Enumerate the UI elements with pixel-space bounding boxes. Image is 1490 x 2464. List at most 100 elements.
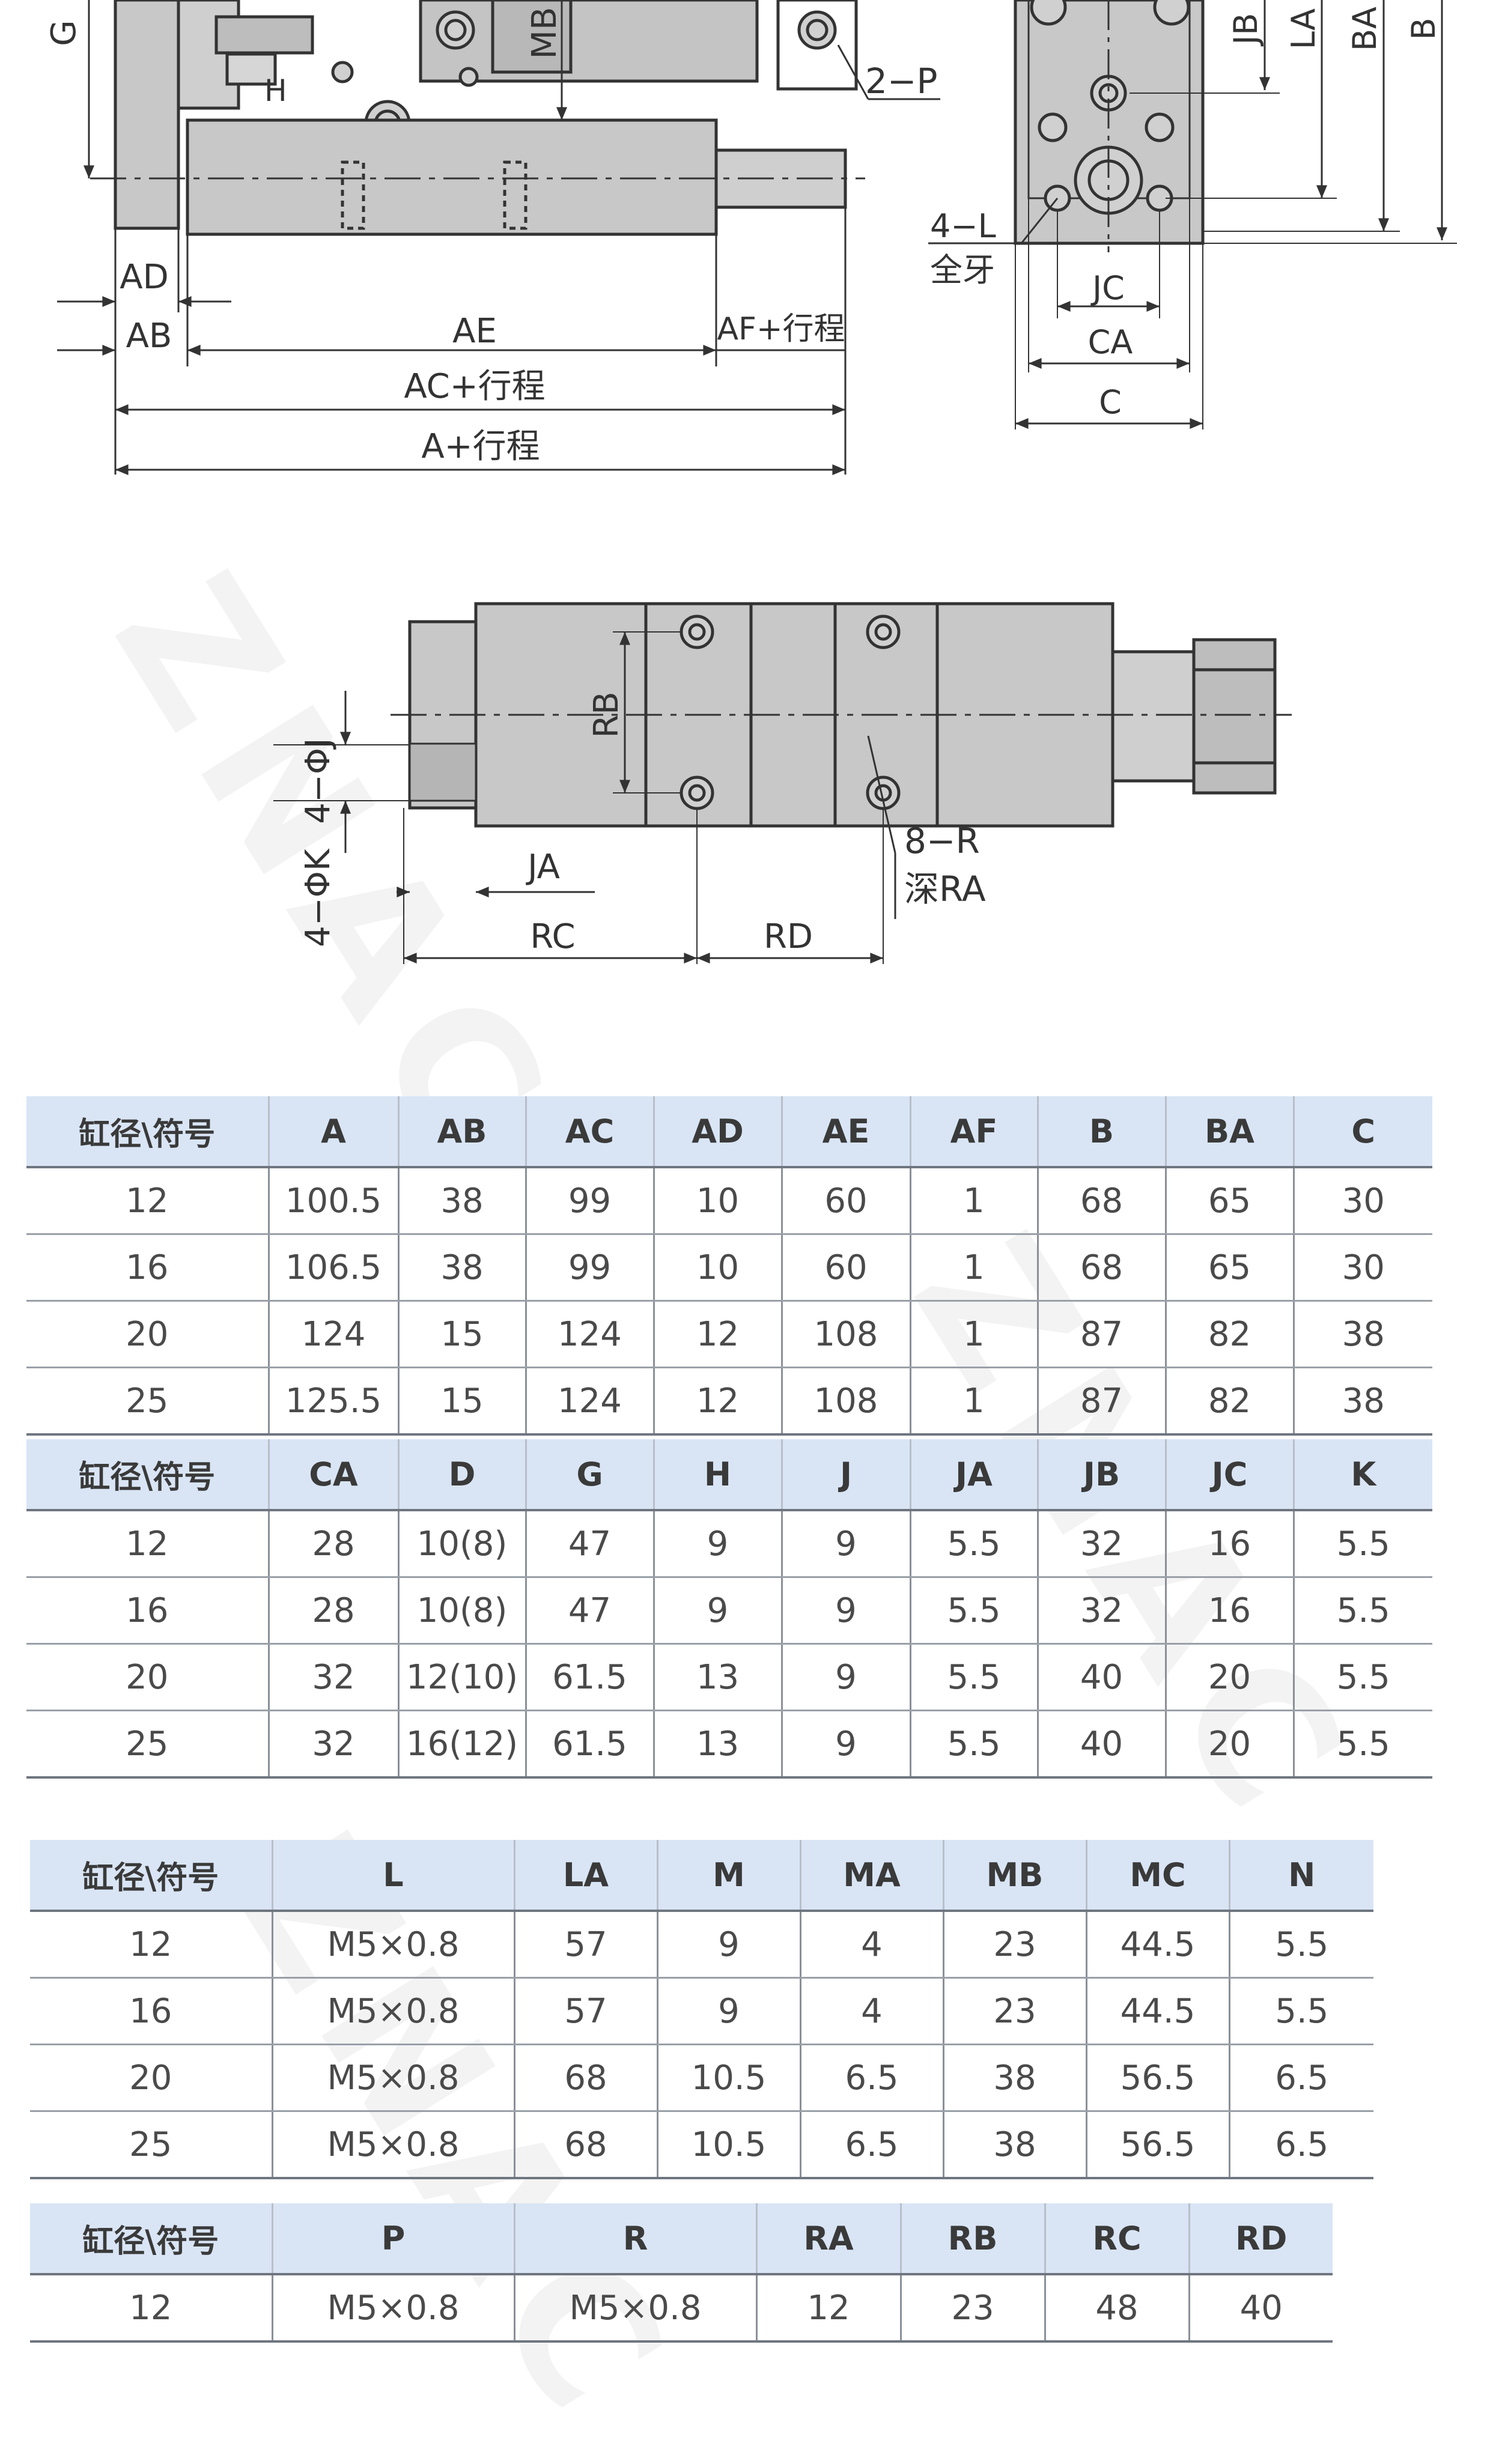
header-cell: N: [1229, 1840, 1373, 1912]
table-cell: 47: [526, 1510, 655, 1578]
table-cell: 9: [654, 1510, 783, 1578]
header-cell: RD: [1189, 2203, 1333, 2275]
table-cell: 1: [910, 1167, 1039, 1235]
table-cell: 32: [1038, 1510, 1167, 1578]
table-cell: 5.5: [910, 1643, 1039, 1711]
table-header-row: 缸径\符号 A AB AC AD AE AF B BA C: [26, 1096, 1432, 1168]
table-cell: 10: [654, 1167, 783, 1235]
table-cell: 47: [526, 1577, 655, 1645]
label-H: H: [264, 73, 287, 108]
table-cell: 23: [943, 1977, 1087, 2045]
header-cell: CA: [269, 1439, 400, 1511]
table-cell: 25: [30, 2111, 273, 2179]
header-cell: RA: [756, 2203, 902, 2275]
header-cell: BA: [1166, 1096, 1295, 1168]
label-4-PhiJ: 4−ΦJ: [299, 738, 338, 824]
table-cell: 10.5: [657, 2044, 801, 2112]
header-cell: AC: [526, 1096, 655, 1168]
table-cell: 16: [30, 1977, 273, 2045]
header-cell: JA: [910, 1439, 1039, 1511]
table-cell: 20: [26, 1300, 270, 1368]
header-cell: A: [269, 1096, 400, 1168]
table-cell: 4: [800, 1977, 944, 2045]
table-cell: 13: [654, 1710, 783, 1779]
header-cell: K: [1294, 1439, 1432, 1511]
table-cell: 5.5: [1294, 1710, 1432, 1779]
label-AC: AC+行程: [404, 367, 545, 406]
table-row: 20 32 12(10) 61.5 13 9 5.5 40 20 5.5: [26, 1643, 1432, 1711]
label-RD: RD: [764, 917, 813, 956]
table-cell: 65: [1166, 1234, 1295, 1302]
header-cell: AF: [910, 1096, 1039, 1168]
header-cell: D: [398, 1439, 527, 1511]
table-row: 25 125.5 15 124 12 108 1 87 82 38: [26, 1367, 1432, 1436]
label-RB: RB: [587, 691, 626, 738]
table-cell: 16: [26, 1577, 270, 1645]
table-cell: 108: [782, 1300, 911, 1368]
table-cell: 20: [1166, 1643, 1295, 1711]
table-cell: 12: [26, 1510, 270, 1578]
table-header-row: 缸径\符号 L LA M MA MB MC N: [30, 1840, 1373, 1912]
table-cell: 1: [910, 1234, 1039, 1302]
table-cell: 4: [800, 1911, 944, 1979]
label-MB: MB: [525, 7, 564, 59]
table-cell: 40: [1189, 2274, 1333, 2343]
table-cell: 16: [1166, 1577, 1295, 1645]
header-cell: G: [526, 1439, 655, 1511]
label-4-PhiK: 4−ΦK: [299, 848, 338, 947]
table-cell: 99: [526, 1167, 655, 1235]
table-cell: 23: [901, 2274, 1046, 2343]
header-cell: J: [782, 1439, 911, 1511]
table-row: 12 M5×0.8 M5×0.8 12 23 48 40: [30, 2274, 1333, 2343]
dimension-table-2: 缸径\符号 CA D G H J JA JB JC K 12 28 10(8) …: [26, 1439, 1432, 1779]
label-BA: BA: [1346, 7, 1384, 51]
label-depth-RA: 深RA: [904, 869, 986, 909]
table-cell: 25: [26, 1367, 270, 1436]
table-cell: 56.5: [1086, 2044, 1230, 2112]
table-cell: 60: [782, 1167, 911, 1235]
table-cell: 12: [654, 1367, 783, 1436]
table-cell: 5.5: [1229, 1977, 1373, 2045]
label-AF: AF+行程: [717, 311, 845, 347]
label-LA: LA: [1285, 8, 1322, 49]
header-cell: MC: [1086, 1840, 1230, 1912]
table-cell: 5.5: [910, 1710, 1039, 1779]
table-cell: 40: [1038, 1710, 1167, 1779]
table-cell: 10(8): [398, 1510, 527, 1578]
table-cell: 68: [514, 2044, 658, 2112]
table-cell: 38: [398, 1167, 527, 1235]
label-AE: AE: [452, 312, 497, 351]
header-cell: H: [654, 1439, 783, 1511]
table-cell: 38: [943, 2111, 1087, 2179]
table-cell: 5.5: [1229, 1911, 1373, 1979]
table-cell: 1: [910, 1367, 1039, 1436]
table-cell: 32: [269, 1643, 400, 1711]
dimension-table-1: 缸径\符号 A AB AC AD AE AF B BA C 12 100.5 3…: [26, 1096, 1432, 1436]
header-cell: 缸径\符号: [26, 1439, 270, 1511]
table-cell: 56.5: [1086, 2111, 1230, 2179]
label-C: C: [1099, 383, 1122, 421]
table-cell: 28: [269, 1577, 400, 1645]
label-CA: CA: [1088, 323, 1133, 361]
table-cell: 5.5: [1294, 1577, 1432, 1645]
header-cell: R: [514, 2203, 758, 2275]
table-header-row: 缸径\符号 P R RA RB RC RD: [30, 2203, 1333, 2275]
header-cell: 缸径\符号: [26, 1096, 270, 1168]
header-cell: RC: [1045, 2203, 1190, 2275]
table-cell: 20: [30, 2044, 273, 2112]
technical-drawings: G MB H 2−P AD AB AE AF+行程 AC+行程 A+行程: [44, 0, 1457, 964]
table-cell: 68: [514, 2111, 658, 2179]
table-cell: 38: [943, 2044, 1087, 2112]
dimension-table-3: 缸径\符号 L LA M MA MB MC N 12 M5×0.8 57 9 4…: [30, 1840, 1373, 2179]
header-cell: L: [272, 1840, 515, 1912]
label-4-L: 4−L: [930, 207, 996, 245]
header-cell: MB: [943, 1840, 1087, 1912]
header-cell: JB: [1038, 1439, 1167, 1511]
table-row: 16 M5×0.8 57 9 4 23 44.5 5.5: [30, 1977, 1373, 2045]
table-row: 25 M5×0.8 68 10.5 6.5 38 56.5 6.5: [30, 2111, 1373, 2179]
table-cell: 12: [756, 2274, 902, 2343]
cylinder-body: [186, 118, 718, 236]
table-cell: 100.5: [269, 1167, 400, 1235]
table-cell: 12: [30, 2274, 273, 2343]
table-row: 16 28 10(8) 47 9 9 5.5 32 16 5.5: [26, 1577, 1432, 1645]
